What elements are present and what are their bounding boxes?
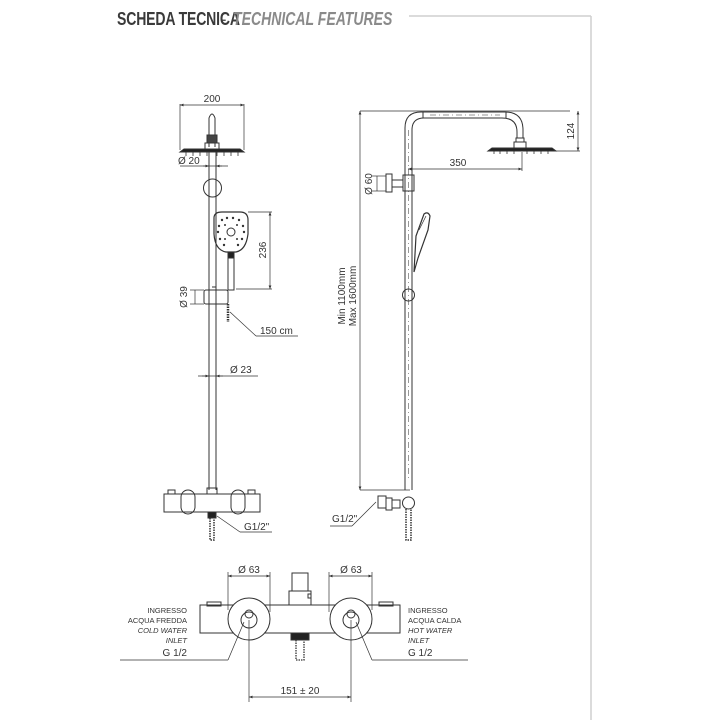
center-distance-label: 151 ± 20 [281, 686, 320, 697]
overhead-width-label: 200 [204, 94, 221, 105]
overhead-height-label: 124 [566, 122, 577, 139]
handshower-height-label: 236 [258, 241, 269, 258]
front-view [163, 103, 298, 541]
title-separator: - [220, 8, 227, 29]
left-knob-diameter-label: Ø 63 [238, 565, 260, 576]
hot-inlet-callout: INGRESSO ACQUA CALDA HOT WATER INLET G 1… [408, 606, 461, 659]
hot-inlet-line3: HOT WATER [408, 626, 453, 635]
page-frame [409, 15, 592, 720]
cold-inlet-line1: INGRESSO [147, 606, 187, 615]
hose-length-label: 150 cm [260, 326, 293, 337]
title-sub: TECHNICAL FEATURES [232, 8, 392, 29]
cold-inlet-line4: INLET [166, 636, 189, 645]
hot-inlet-line1: INGRESSO [408, 606, 448, 615]
side-view [330, 110, 580, 541]
height-max-label: Max 1600mm [348, 266, 359, 327]
arm-projection-label: 350 [450, 158, 467, 169]
arm-diameter-label: Ø 20 [178, 156, 200, 167]
inlet-thread-label: G1/2" [332, 514, 358, 525]
hot-inlet-line2: ACQUA CALDA [408, 616, 461, 625]
rail-diameter-label: Ø 23 [230, 365, 252, 376]
bracket-diameter-label: Ø 60 [364, 173, 375, 195]
title-main: SCHEDA TECNICA [117, 8, 240, 29]
cold-inlet-thread: G 1/2 [163, 648, 188, 659]
outlet-thread-label: G1/2" [244, 522, 270, 533]
page-title: SCHEDA TECNICA - TECHNICAL FEATURES [117, 6, 437, 32]
mixer-view [120, 572, 468, 702]
slider-diameter-label: Ø 39 [179, 286, 190, 308]
right-knob-diameter-label: Ø 63 [340, 565, 362, 576]
cold-inlet-callout: INGRESSO ACQUA FREDDA COLD WATER INLET G… [128, 606, 189, 659]
hot-inlet-line4: INLET [408, 636, 431, 645]
cold-inlet-line3: COLD WATER [138, 626, 188, 635]
height-min-label: Min 1100mm [337, 267, 348, 324]
cold-inlet-line2: ACQUA FREDDA [128, 616, 187, 625]
hot-inlet-thread: G 1/2 [408, 648, 433, 659]
